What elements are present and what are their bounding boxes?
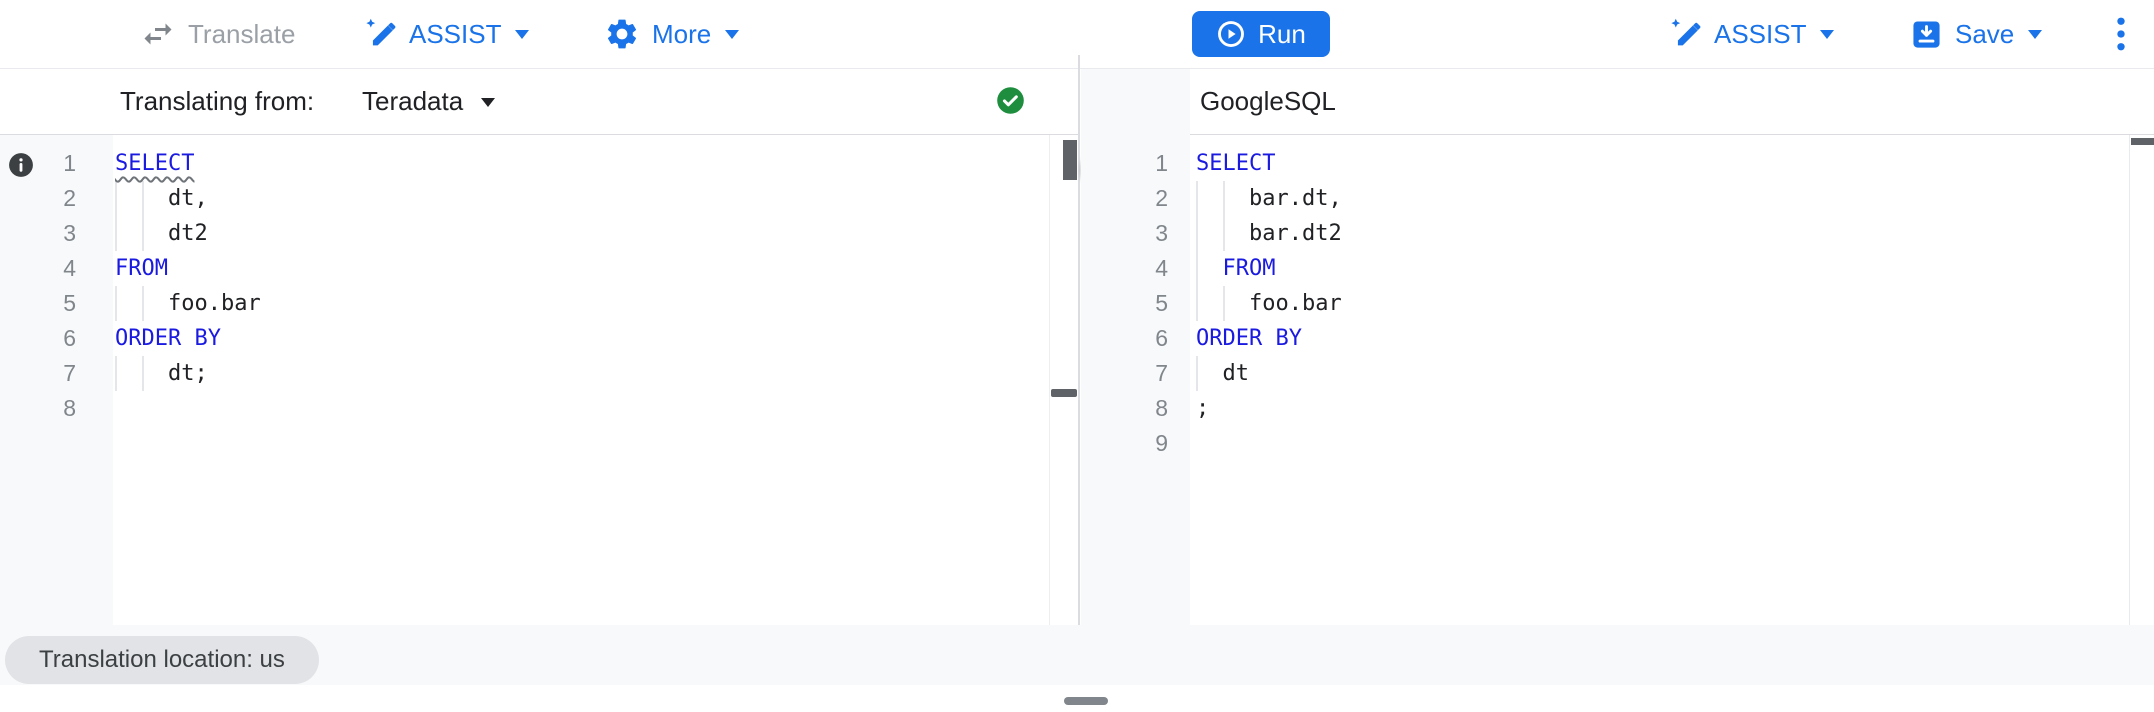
right-scrollbar-track [2129,135,2130,625]
more-button[interactable]: More [604,0,740,68]
run-button[interactable]: Run [1192,11,1330,57]
line-number: 3 [63,220,76,246]
left-line-numbers: 1 2 3 4 5 6 7 8 [0,146,76,426]
line-number: 5 [1155,290,1168,316]
right-editor-scrollbar-thumb[interactable] [2131,138,2154,145]
code-line[interactable]: dt2 [115,216,1045,251]
code-line[interactable]: foo.bar [1196,286,2126,321]
line-number: 2 [63,185,76,211]
sparkle-pencil-icon [1671,18,1701,46]
panel-divider[interactable] [1078,55,1080,625]
sparkle-pencil-icon [366,18,396,46]
translation-location-chip: Translation location: us [5,636,319,684]
save-label: Save [1955,18,2015,49]
left-panel-header: Translating from: Teradata [0,69,1078,135]
target-dialect-label: GoogleSQL [1200,86,1336,116]
code-line[interactable]: ORDER BY [115,326,221,351]
play-circle-icon [1218,21,1245,47]
line-number: 1 [63,150,76,176]
code-line[interactable]: SELECT [1196,151,1276,176]
chevron-down-icon [2028,30,2043,46]
code-line[interactable]: dt [1196,356,2126,391]
line-number: 8 [63,395,76,421]
assist-button-right[interactable]: ASSIST [1668,0,1835,68]
save-icon [1913,20,1940,48]
right-editor-gutter [1081,135,1190,625]
translation-location-text: Translation location: us [39,646,285,673]
bottom-strip [0,625,2154,685]
line-number: 6 [63,325,76,351]
code-line[interactable]: FROM [1196,251,2126,286]
chevron-down-icon [1820,30,1835,46]
source-dialect-dropdown[interactable]: Teradata [362,69,496,134]
code-line[interactable]: ; [1196,396,1210,421]
code-line[interactable] [1196,426,2126,461]
translation-success-badge [996,86,1025,115]
assist-label: ASSIST [409,18,502,49]
assist-button-left[interactable]: ASSIST [363,0,530,68]
code-line[interactable]: bar.dt, [1196,181,2126,216]
line-number: 8 [1155,395,1168,421]
more-vert-icon [2117,17,2125,51]
panel-divider-grip[interactable] [1051,389,1077,397]
line-number: 1 [1155,150,1168,176]
code-line[interactable]: bar.dt2 [1196,216,2126,251]
line-number: 9 [1155,430,1168,456]
source-dialect-value: Teradata [362,86,464,116]
line-number: 4 [63,255,76,281]
run-label: Run [1258,18,1306,49]
line-number: 4 [1155,255,1168,281]
chevron-down-icon [725,30,740,46]
translating-from-label: Translating from: [120,86,315,116]
right-panel-header: GoogleSQL [1190,69,2154,135]
code-line[interactable]: FROM [115,256,168,281]
swap-horiz-icon [144,23,172,45]
gear-icon [607,19,637,49]
line-number: 5 [63,290,76,316]
code-line[interactable]: ORDER BY [1196,326,1302,351]
translate-button[interactable]: Translate [140,0,295,68]
left-editor-gutter [0,135,113,625]
line-number: 2 [1155,185,1168,211]
line-number: 6 [1155,325,1168,351]
right-line-numbers: 1 2 3 4 5 6 7 8 9 [1081,146,1168,461]
code-line[interactable]: SELECT [115,151,195,176]
info-icon[interactable] [8,152,34,178]
chevron-down-icon [481,98,496,114]
results-panel-resize-grip[interactable] [1064,697,1108,705]
line-number: 3 [1155,220,1168,246]
assist-right-label: ASSIST [1714,18,1807,49]
left-editor-scrollbar-thumb[interactable] [1063,140,1077,180]
translate-label: Translate [188,18,296,49]
success-check-icon [997,87,1024,114]
overflow-menu-button[interactable] [2104,0,2138,68]
line-number: 7 [63,360,76,386]
code-line[interactable]: dt; [115,356,1045,391]
code-line[interactable]: dt, [115,181,1045,216]
left-scrollbar-track [1049,135,1050,625]
right-gutter-header-strip [1081,69,1190,135]
chevron-down-icon [515,30,530,46]
top-toolbar: Translate ASSIST More Run [0,0,2154,69]
code-line[interactable]: foo.bar [115,286,1045,321]
save-button[interactable]: Save [1910,0,2043,68]
more-label: More [652,18,712,49]
code-line[interactable] [115,391,1045,426]
line-number: 7 [1155,360,1168,386]
